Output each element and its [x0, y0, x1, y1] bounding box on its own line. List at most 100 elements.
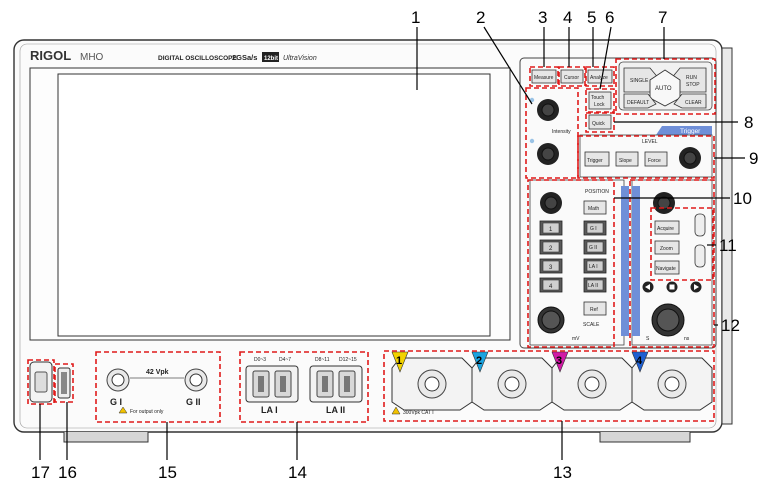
callout-8: 8	[744, 113, 753, 132]
callout-2: 2	[476, 8, 485, 27]
callout-17: 17	[31, 463, 50, 482]
channel-4-input[interactable]: 4	[631, 351, 713, 411]
product-title: DIGITAL OSCILLOSCOPE	[158, 55, 238, 62]
trigger-section-label: Trigger	[680, 128, 701, 135]
gen1-label: G I	[110, 397, 122, 407]
force-label: Force	[648, 158, 661, 164]
ref-button[interactable]	[583, 301, 607, 316]
d4-7-label: D4~7	[279, 357, 291, 363]
generator-bnc-g1[interactable]	[106, 368, 130, 392]
nanoseconds-label: ns	[684, 336, 690, 342]
model-name: MHO	[80, 52, 104, 63]
ch2-color-tag	[471, 351, 489, 373]
vertical-tab	[621, 186, 629, 336]
default-button[interactable]	[623, 93, 657, 109]
single-label: SINGLE	[630, 78, 649, 84]
power-button-face	[34, 371, 48, 393]
ch1-bnc-inner	[424, 376, 440, 392]
zoom-button[interactable]	[654, 240, 680, 255]
acquire-label: Acquire	[657, 226, 674, 232]
la1-port-b-slot	[280, 376, 286, 392]
callout-box-9	[577, 135, 715, 179]
callout-box-13	[383, 350, 715, 422]
right-side-rail	[721, 47, 733, 425]
left-foot	[63, 432, 149, 443]
force-button[interactable]	[644, 151, 668, 167]
auto-button[interactable]	[649, 69, 681, 107]
callout-10: 10	[733, 189, 752, 208]
analyze-label: Analyze	[590, 75, 608, 81]
ch4-bnc-inner	[664, 376, 680, 392]
ch4-number: 4	[636, 355, 643, 367]
la2-port-a-slot	[322, 376, 328, 392]
g1-button-face	[586, 222, 604, 234]
navigate-button[interactable]	[654, 260, 680, 275]
clear-label: CLEAR	[685, 100, 702, 106]
callout-6: 6	[605, 8, 614, 27]
g2-button-face	[586, 241, 604, 253]
channel-1-input[interactable]: 1	[391, 351, 473, 411]
run-stop-label-2: STOP	[686, 82, 700, 88]
input-rating-label: 300Vpk CAT I	[403, 410, 434, 416]
clear-button[interactable]	[673, 93, 707, 109]
seconds-label: S	[646, 336, 650, 342]
ultravision-logo: UltraVision	[283, 55, 317, 62]
multipurpose-knob-group: Intensity	[529, 97, 571, 165]
vpk-rating-label: 42 Vpk	[146, 369, 169, 376]
level-label: LEVEL	[642, 139, 658, 145]
nav-slot-top[interactable]	[694, 213, 706, 237]
acquire-button[interactable]	[654, 220, 680, 235]
callout-12: 12	[721, 316, 740, 335]
la1-button-face	[586, 260, 604, 272]
touch-display[interactable]	[57, 73, 491, 337]
ref-label: Ref	[590, 307, 598, 313]
ch2-number: 2	[476, 355, 482, 367]
zoom-label: Zoom	[660, 246, 673, 252]
callout-box-11	[650, 207, 714, 281]
callout-box-2	[525, 87, 579, 179]
math-label: Math	[588, 206, 599, 212]
trigger-menu-label: Trigger	[587, 158, 603, 164]
gen2-label: G II	[186, 397, 201, 407]
analyze-button[interactable]	[587, 69, 613, 84]
position-label: POSITION	[585, 189, 609, 195]
callout-box-15	[95, 351, 221, 423]
run-control-cluster: SINGLE RUN STOP AUTO DEFAULT CLEAR	[618, 61, 713, 111]
back-triangle-icon	[645, 284, 650, 290]
la1-port-a-slot	[258, 376, 264, 392]
cursor-button[interactable]	[560, 69, 584, 84]
ch2-button-face	[542, 241, 560, 253]
la2-button-face	[586, 279, 604, 291]
channel-3-input[interactable]: 3	[551, 351, 633, 411]
math-button[interactable]	[583, 200, 607, 215]
channel-2-input[interactable]: 2	[471, 351, 553, 411]
callout-4: 4	[563, 8, 572, 27]
slope-label: Slope	[619, 158, 632, 164]
ch3-label: 3	[549, 265, 553, 271]
measure-button[interactable]	[531, 69, 557, 84]
quick-button[interactable]	[588, 114, 612, 130]
run-stop-label: RUN	[686, 75, 697, 81]
warning-icon	[118, 406, 128, 414]
callout-box-16	[54, 363, 74, 403]
knob-a-cap	[541, 103, 555, 117]
ch2-label: 2	[549, 246, 553, 252]
ch2-bnc-inner	[504, 376, 520, 392]
stop-square-icon	[669, 284, 675, 290]
g2-bnc-inner	[189, 373, 203, 387]
ch4-color-tag	[631, 351, 649, 373]
ch3-number: 3	[556, 355, 562, 367]
horizontal-position-knob-cap	[657, 196, 671, 210]
slope-button[interactable]	[615, 151, 639, 167]
trigger-tab	[656, 126, 712, 135]
la2-port-b-slot	[344, 376, 350, 392]
callout-box-17	[27, 359, 55, 405]
generator-bnc-g2[interactable]	[184, 368, 208, 392]
trigger-level-knob-cap	[683, 151, 697, 165]
touch-lock-button[interactable]	[588, 91, 612, 110]
trigger-menu-button[interactable]	[584, 151, 610, 167]
ch4-button-face	[542, 279, 560, 291]
nav-slot-bottom[interactable]	[694, 244, 706, 268]
callout-1: 1	[411, 8, 420, 27]
